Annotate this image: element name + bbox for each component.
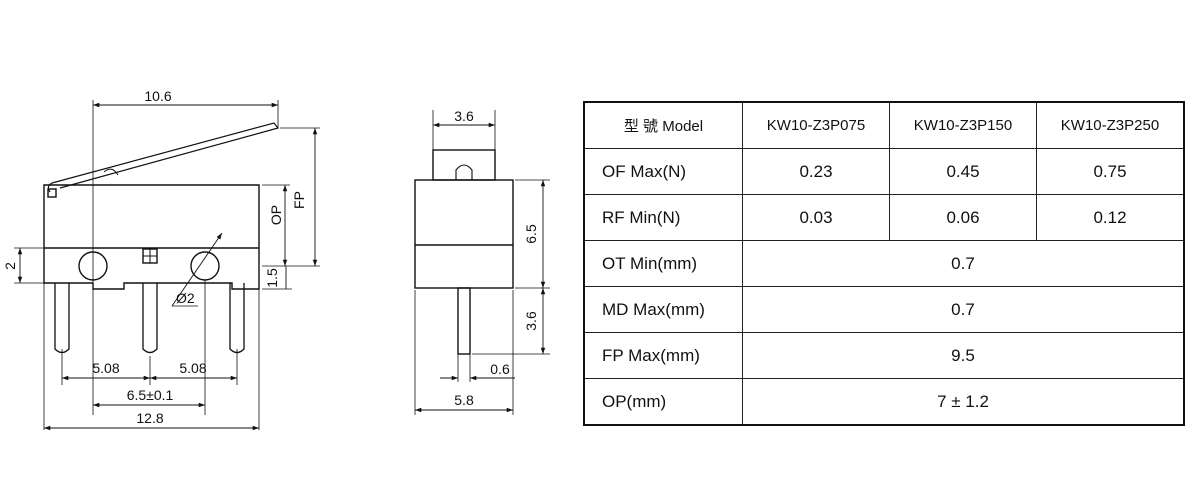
- cell-value: 0.7: [742, 240, 1185, 287]
- lever-hinge: [103, 168, 119, 176]
- dim-pitch-left: 5.08: [92, 360, 119, 376]
- logo-mark: [47, 188, 57, 198]
- dim-op: OP: [268, 205, 284, 225]
- row-label: MD Max(mm): [583, 286, 743, 333]
- dim-width-bottom: 5.8: [454, 392, 474, 408]
- pin-middle: [142, 283, 158, 354]
- table-row: FP Max(mm) 9.5: [583, 332, 1185, 379]
- dim-fp: FP: [291, 191, 307, 209]
- table-row: RF Min(N) 0.03 0.06 0.12: [583, 194, 1185, 241]
- table-header-row: 型 號 Model KW10-Z3P075 KW10-Z3P150 KW10-Z…: [583, 101, 1185, 149]
- table-row: OP(mm) 7 ± 1.2: [583, 378, 1185, 426]
- side-view: [14, 100, 320, 431]
- row-label: FP Max(mm): [583, 332, 743, 379]
- row-label: OP(mm): [583, 378, 743, 426]
- cell-value: 0.45: [889, 148, 1037, 195]
- switch-body: [43, 184, 260, 290]
- technical-drawing: 10.6 OP FP 2 1.5 Ø2 5.08 5.08 6.5±0.1 12…: [2, 88, 550, 431]
- dim-pitch-right: 5.08: [179, 360, 206, 376]
- dim-height-1-5: 1.5: [264, 268, 280, 288]
- cell-value: 0.12: [1036, 194, 1185, 241]
- row-label: OF Max(N): [583, 148, 743, 195]
- header-model-3: KW10-Z3P250: [1036, 101, 1185, 149]
- dim-length: 10.6: [144, 88, 171, 104]
- lever-hook: [47, 182, 53, 193]
- end-body: [414, 179, 514, 289]
- cell-value: 9.5: [742, 332, 1185, 379]
- pin-right: [229, 283, 245, 354]
- cell-value: 0.7: [742, 286, 1185, 333]
- pin-left: [54, 283, 70, 354]
- cell-value: 0.75: [1036, 148, 1185, 195]
- header-model-label: 型 號 Model: [583, 101, 743, 149]
- cell-value: 7 ± 1.2: [742, 378, 1185, 426]
- actuator-nub: [455, 164, 473, 180]
- row-label: RF Min(N): [583, 194, 743, 241]
- table-row: MD Max(mm) 0.7: [583, 286, 1185, 333]
- dim-height-2: 2: [2, 262, 18, 270]
- dim-pin-width: 0.6: [490, 361, 510, 377]
- table-row: OT Min(mm) 0.7: [583, 240, 1185, 287]
- mounting-hole-right: [190, 251, 220, 281]
- dim-body-height: 6.5: [523, 224, 539, 244]
- end-view: [414, 110, 550, 415]
- table-row: OF Max(N) 0.23 0.45 0.75: [583, 148, 1185, 195]
- cell-value: 0.03: [742, 194, 890, 241]
- dim-width-top: 3.6: [454, 108, 474, 124]
- cell-value: 0.23: [742, 148, 890, 195]
- lever-arm: [51, 122, 280, 189]
- dim-pin-length: 3.6: [523, 311, 539, 331]
- header-model-2: KW10-Z3P150: [889, 101, 1037, 149]
- dim-mount-pitch: 6.5±0.1: [127, 387, 174, 403]
- end-pin: [457, 287, 471, 355]
- cell-value: 0.06: [889, 194, 1037, 241]
- spec-table: 型 號 Model KW10-Z3P075 KW10-Z3P150 KW10-Z…: [583, 101, 1185, 426]
- header-model-1: KW10-Z3P075: [742, 101, 890, 149]
- dim-hole-diameter: Ø2: [176, 290, 195, 306]
- dim-total-length: 12.8: [136, 410, 163, 426]
- row-label: OT Min(mm): [583, 240, 743, 287]
